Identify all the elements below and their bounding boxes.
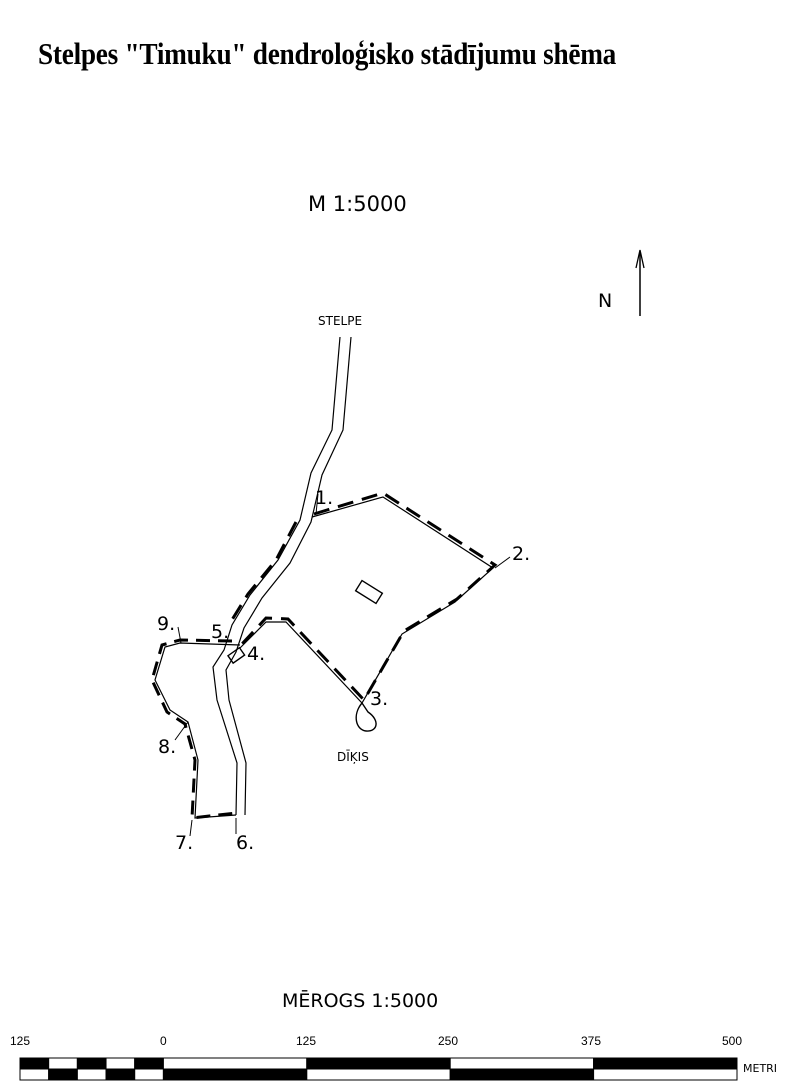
place-label-stelpe: STELPE	[318, 314, 363, 328]
scale-tick: 125	[10, 1034, 31, 1048]
scale-bar-segment	[76, 1057, 107, 1070]
point-label-2: 2.	[512, 543, 531, 565]
scale-bar-segment	[593, 1068, 738, 1081]
scale-bar-segment	[48, 1057, 78, 1070]
scale-bar-title: MĒROGS 1:5000	[282, 990, 439, 1012]
scale-tick: 500	[722, 1034, 743, 1048]
point-label-4: 4.	[247, 643, 266, 665]
scale-bar-segment	[19, 1068, 50, 1081]
scale-bar	[19, 1057, 738, 1081]
scale-tick: 250	[438, 1034, 459, 1048]
point-label-6: 6.	[236, 832, 255, 854]
point-label-5: 5.	[211, 621, 230, 643]
scale-unit: METRI	[743, 1062, 778, 1075]
pond-icon	[355, 701, 377, 732]
map-title: Stelpes "Timuku" dendroloģisko stādījumu…	[38, 36, 617, 71]
scale-bar-segment	[134, 1068, 164, 1081]
scale-tick: 375	[581, 1034, 602, 1048]
point-label-8: 8.	[158, 736, 177, 758]
scale-bar-segment	[105, 1057, 136, 1070]
scale-bar-segment	[306, 1068, 451, 1081]
building-icon	[354, 579, 384, 605]
building-icon	[226, 646, 246, 665]
property-boundary	[228, 491, 498, 704]
map-scale-text: M 1:5000	[308, 192, 407, 216]
point-label-1: 1.	[315, 487, 334, 509]
scale-bar-segment	[449, 1057, 595, 1070]
scale-bar-segment	[162, 1057, 308, 1070]
north-arrow-icon	[635, 249, 645, 316]
point-label-3: 3.	[370, 688, 389, 710]
point-label-9: 9.	[157, 613, 176, 635]
road	[212, 336, 352, 816]
scale-bar-segment	[449, 1068, 595, 1081]
scale-bar-segment	[306, 1057, 451, 1070]
pond-label: DĪĶIS	[337, 750, 369, 764]
point-label-7: 7.	[175, 832, 194, 854]
scale-bar-segment	[76, 1068, 107, 1081]
scale-tick: 0	[160, 1034, 167, 1048]
scale-bar-segment	[593, 1057, 738, 1070]
scale-bar-segment	[162, 1068, 308, 1081]
scale-bar-segment	[105, 1068, 136, 1081]
north-label: N	[598, 290, 613, 312]
scale-tick: 125	[296, 1034, 317, 1048]
label-leaders	[174, 493, 511, 837]
scale-bar-segment	[134, 1057, 164, 1070]
left-boundary	[150, 638, 241, 820]
scale-bar-segment	[48, 1068, 78, 1081]
scale-bar-segment	[19, 1057, 50, 1070]
